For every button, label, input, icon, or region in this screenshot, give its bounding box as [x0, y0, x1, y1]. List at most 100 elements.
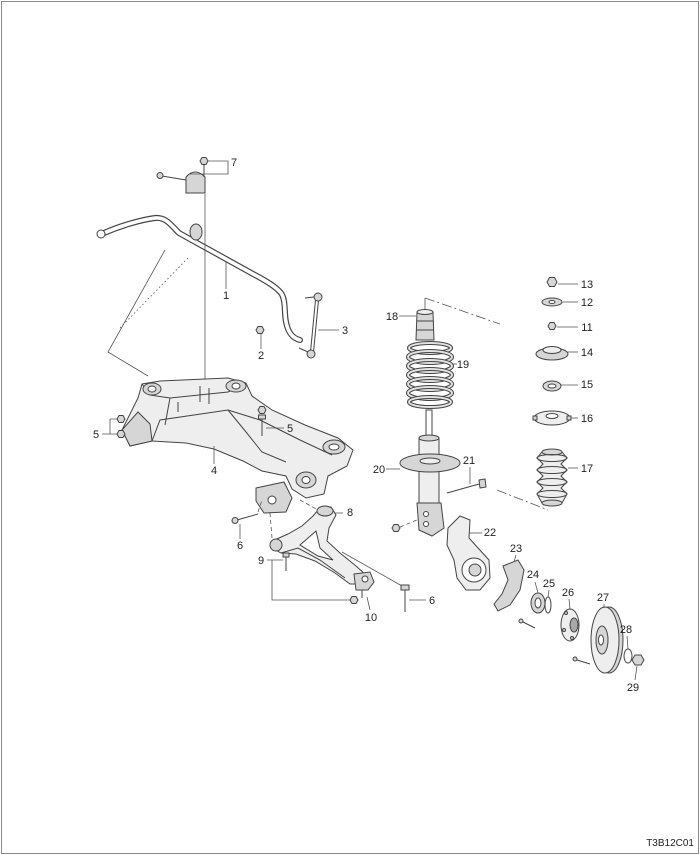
spring-seat-lug: [532, 415, 538, 421]
callout-label: 12: [581, 297, 593, 309]
callout-label: 21: [463, 455, 475, 467]
brake-disc: [590, 606, 624, 674]
ball-joint-fasteners: [282, 552, 359, 604]
ball-joint-bolt-head: [282, 552, 290, 558]
lower-control-arm: [269, 505, 367, 585]
callout-label: 19: [457, 359, 469, 371]
stabilizer-bar-outline: [101, 214, 303, 343]
crossmember-bolt-head: [258, 414, 266, 420]
callout-label: 11: [581, 322, 592, 334]
disc-center-hole: [598, 634, 604, 646]
disc-screw-shank: [576, 659, 591, 665]
control-arm-front-bushing: [316, 505, 334, 517]
crossmember-nut: [116, 415, 126, 423]
callout-label: 6: [429, 595, 435, 607]
arm-bolt-front: [231, 513, 259, 524]
crossmember-rib: [151, 409, 333, 456]
clamp-nut: [199, 157, 209, 165]
mount-bushing-hole: [301, 476, 311, 484]
shield-bolt: [518, 618, 536, 629]
crossmember-nut: [116, 430, 126, 438]
callout-label: 29: [627, 682, 639, 694]
strut-mount: [535, 346, 569, 361]
relation-line: [496, 489, 549, 511]
crossmember-nut: [257, 406, 267, 414]
bearing-inner: [534, 597, 542, 609]
strut-bolt-head: [478, 478, 487, 489]
wheel-bearing: [530, 592, 546, 614]
crossmember-rib: [227, 409, 287, 463]
strut-mount-nut: [546, 277, 558, 287]
callout-label: 2: [258, 350, 264, 362]
leader-line: [568, 598, 571, 610]
relation-line: [257, 499, 263, 513]
spring-coil: [407, 377, 453, 391]
strut-bracket-hole: [423, 511, 429, 517]
stabilizer-bar-body: [102, 216, 302, 342]
link-lower-stud: [298, 347, 309, 353]
callout-label: 5: [93, 429, 99, 441]
mount-bushing-hole: [231, 382, 241, 390]
coil-spring: [406, 341, 454, 409]
shield-bolt-head: [518, 618, 524, 624]
dust-boot-bottom: [541, 499, 563, 507]
relation-lines-arm: [257, 499, 403, 587]
callout-label: 25: [543, 578, 555, 590]
washer-hole: [548, 300, 556, 304]
strut-rod-nut: [547, 322, 557, 330]
callout-label: 15: [581, 379, 593, 391]
callout-label: 4: [211, 465, 217, 477]
callout-label: 8: [347, 507, 353, 519]
callout-label: 18: [386, 311, 398, 323]
wheel-hub: [560, 608, 580, 642]
leader-line: [366, 596, 371, 611]
disc-screw-head: [572, 656, 578, 662]
bearing-hole: [547, 383, 557, 389]
callout-label: 16: [581, 413, 593, 425]
callout-label: 14: [581, 347, 593, 359]
leader-line: [102, 418, 117, 435]
crossmember-rib: [164, 397, 171, 426]
clamp-bolt-head: [156, 172, 164, 179]
stabilizer-bar-end-eye: [96, 229, 106, 239]
callout-label: 28: [620, 624, 632, 636]
arm-bolt-rear: [400, 584, 410, 612]
strut-bracket-hole: [423, 521, 429, 527]
callout-label: 24: [527, 569, 539, 581]
hub-boss: [569, 617, 579, 633]
disc-screw: [572, 656, 591, 665]
dust-boot: [536, 448, 568, 507]
link-nut: [255, 326, 265, 334]
callout-label: 22: [484, 527, 496, 539]
relation-line: [424, 297, 501, 325]
spring-coil: [408, 396, 452, 408]
strut-bracket-nut: [391, 524, 401, 532]
hub-stud: [564, 611, 568, 615]
callout-label: 6: [237, 540, 243, 552]
strut-assembly: [391, 409, 461, 537]
leader-line: [547, 589, 550, 598]
arm-mount-hole: [267, 495, 277, 505]
arm-bolt-shank: [236, 513, 259, 521]
relation-line: [341, 551, 403, 587]
relation-line: [299, 499, 319, 511]
link-upper-stud: [304, 296, 315, 299]
steering-knuckle: [446, 515, 491, 591]
crossmember: [121, 377, 354, 514]
leader-line: [626, 635, 629, 650]
spring-coil: [407, 350, 453, 364]
hub-nut: [631, 654, 645, 666]
knuckle-bore-inner: [468, 563, 482, 577]
stabilizer-link: [298, 292, 323, 359]
dust-boot-ridge: [536, 478, 568, 486]
spring-seat-lug: [566, 415, 572, 421]
relation-line: [269, 512, 273, 539]
callout-label: 26: [562, 587, 574, 599]
strut-lower-bracket: [416, 502, 445, 537]
callout-label: 17: [581, 463, 593, 475]
spring-coil: [407, 359, 453, 373]
mount-bushing-hole: [328, 443, 340, 451]
bump-stop: [415, 309, 435, 341]
arm-bolt-head: [400, 584, 410, 591]
relation-line: [399, 519, 418, 528]
